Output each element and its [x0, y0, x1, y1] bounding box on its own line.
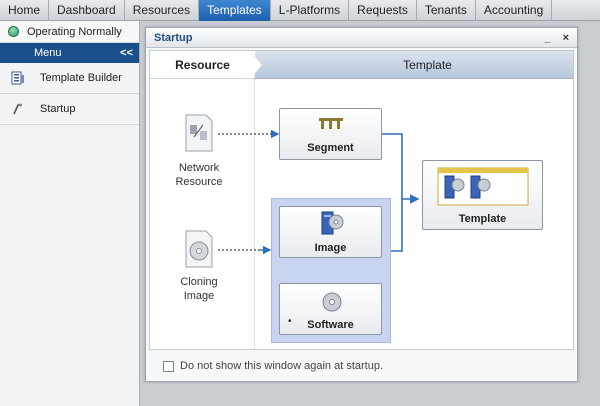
tab-requests[interactable]: Requests: [349, 0, 417, 21]
window-titlebar: Startup _ ×: [146, 28, 577, 48]
cloning-image-icon: [182, 229, 216, 269]
column-divider: [254, 79, 255, 349]
template-builder-icon: [10, 70, 26, 86]
dont-show-again-label: Do not show this window again at startup…: [180, 360, 384, 372]
sidebar-item-label: Template Builder: [40, 72, 122, 84]
window-title: Startup: [154, 31, 193, 44]
sidebar-item-startup[interactable]: Startup: [0, 94, 139, 125]
startup-window: Startup _ × Resource Template: [145, 27, 578, 382]
minimize-button[interactable]: _: [544, 31, 551, 44]
software-card[interactable]: • Software: [279, 283, 382, 335]
menu-title: Menu: [34, 47, 62, 59]
tab-resources[interactable]: Resources: [125, 0, 200, 21]
status-indicator: Operating Normally: [0, 21, 139, 43]
software-label: Software: [307, 319, 354, 331]
tab-dashboard[interactable]: Dashboard: [49, 0, 125, 21]
template-label: Template: [458, 213, 507, 225]
tab-l-platforms[interactable]: L-Platforms: [271, 0, 350, 21]
template-card[interactable]: Template: [422, 160, 543, 230]
window-footer: Do not show this window again at startup…: [149, 355, 574, 377]
sidebar: Operating Normally Menu << Template Buil…: [0, 21, 140, 406]
network-resource-label: Network Resource: [175, 162, 223, 188]
status-ok-icon: [8, 26, 19, 37]
template-icon: [437, 167, 529, 206]
software-bullet: •: [288, 316, 292, 327]
segment-label: Segment: [307, 142, 354, 154]
status-text: Operating Normally: [27, 25, 122, 38]
resource-column-header: Resource: [150, 51, 255, 79]
segment-icon: [319, 118, 343, 129]
sidebar-item-template-builder[interactable]: Template Builder: [0, 63, 139, 94]
network-resource-icon: [182, 113, 216, 153]
image-icon: [321, 211, 344, 235]
image-label: Image: [314, 242, 347, 254]
tab-tenants[interactable]: Tenants: [417, 0, 476, 21]
collapse-menu-button[interactable]: <<: [120, 47, 133, 59]
dont-show-again-checkbox[interactable]: [163, 360, 174, 372]
tab-accounting[interactable]: Accounting: [476, 0, 553, 21]
software-icon: [322, 292, 342, 312]
template-column-header: Template: [250, 51, 573, 79]
close-button[interactable]: ×: [562, 31, 569, 44]
cloning-image-label: Cloning Image: [180, 276, 218, 302]
startup-icon: [10, 101, 26, 117]
image-card[interactable]: Image: [279, 206, 382, 258]
header-arrow: [250, 51, 262, 79]
tab-home[interactable]: Home: [0, 0, 50, 21]
sidebar-item-label: Startup: [40, 103, 76, 115]
menu-header: Menu <<: [0, 43, 139, 63]
top-navigation: Home Dashboard Resources Templates L-Pla…: [0, 0, 600, 21]
segment-card[interactable]: Segment: [279, 108, 382, 160]
tab-templates[interactable]: Templates: [199, 0, 271, 21]
startup-diagram: Resource Template: [149, 50, 574, 350]
